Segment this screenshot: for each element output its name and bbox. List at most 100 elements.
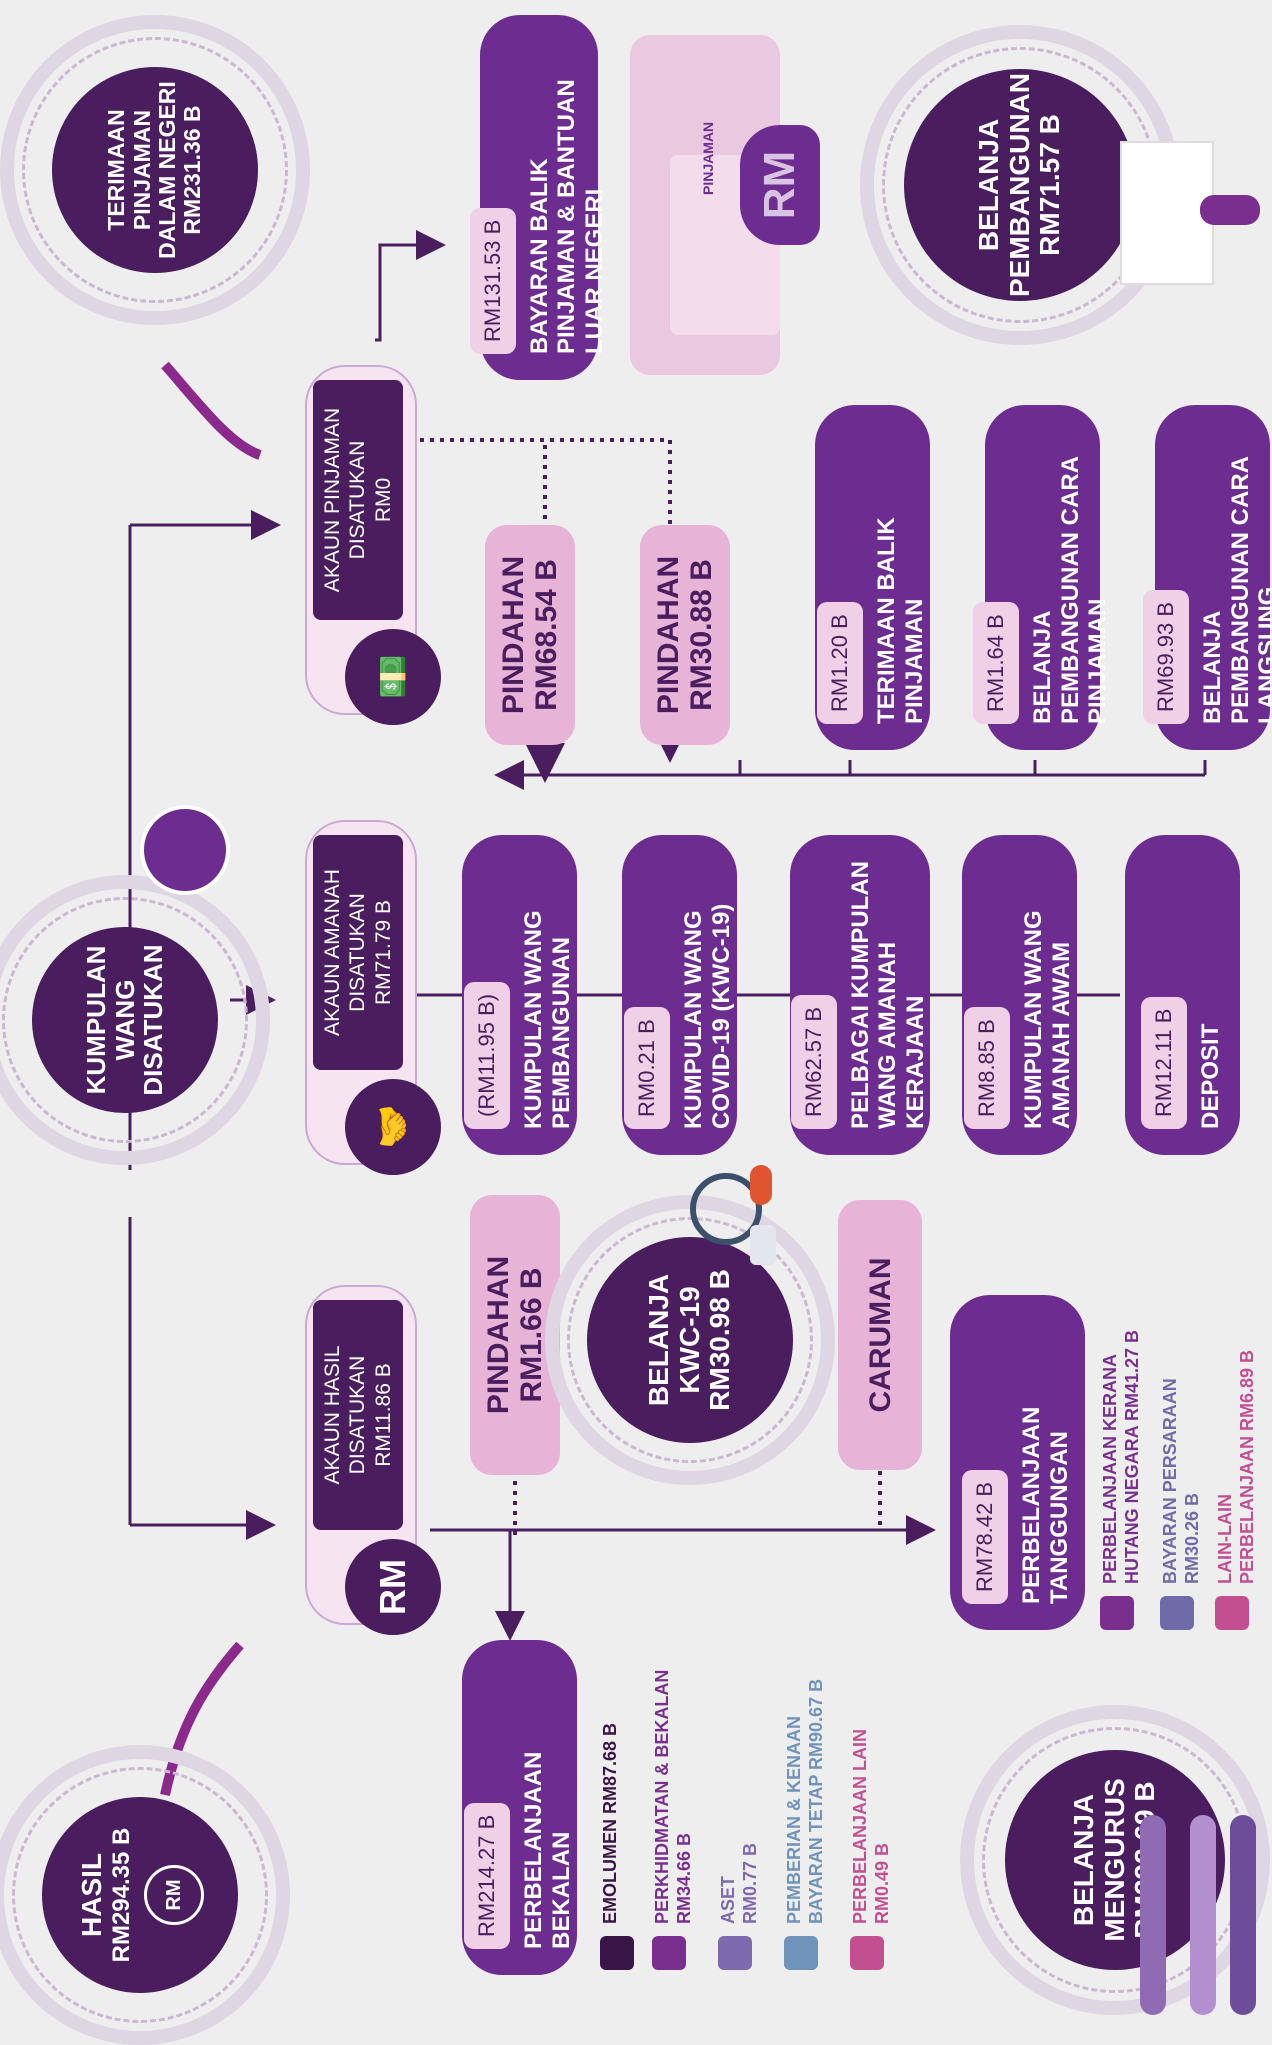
legend-text: PERKHIDMATAN & BEKALAN bbox=[652, 1669, 672, 1924]
akaun-amanah-line-3: RM71.79 B bbox=[371, 899, 395, 1006]
fund-label: KUMPULAN WANG PEMBANGUNAN bbox=[519, 910, 575, 1129]
akaun-pinjaman-line-3: RM0 bbox=[371, 477, 395, 523]
caruman: CARUMAN bbox=[838, 1200, 922, 1470]
akaun-pinjaman-line-2: DISATUKAN bbox=[346, 440, 370, 560]
curved-arrow-hasil bbox=[160, 1641, 244, 1797]
pindahan-68: PINDAHAN RM68.54 B bbox=[485, 525, 575, 745]
legend-text: RM30.26 B bbox=[1181, 1492, 1202, 1584]
legend-text: PERBELANJAAN RM6.89 B bbox=[1236, 1349, 1257, 1584]
legend-text: EMOLUMEN RM87.68 B bbox=[600, 1722, 620, 1924]
pinjaman-document-label: PINJAMAN bbox=[700, 121, 716, 195]
pindahan-label: PINDAHAN bbox=[482, 1255, 515, 1415]
belanja-kwc-line-2: KWC-19 bbox=[673, 1286, 705, 1394]
rm-bag-icon: RM bbox=[740, 125, 820, 245]
belanja-pembangunan-amount: RM71.57 B bbox=[1034, 114, 1066, 256]
akaun-hasil-line-2: DISATUKAN bbox=[346, 1355, 370, 1475]
perbelanjaan-tanggungan: RM78.42 B PERBELANJAAN TANGGUNGAN bbox=[950, 1295, 1085, 1630]
legend-swatch bbox=[1100, 1596, 1134, 1630]
akaun-pinjaman-line-1: AKAUN PINJAMAN bbox=[321, 407, 345, 593]
fund-label: PELBAGAI KUMPULAN WANG AMANAH KERAJAAN bbox=[846, 861, 929, 1129]
hasil-circle: HASIL RM294.35 B RM bbox=[0, 1745, 290, 2045]
legend-text: PERBELANJAAN KERANA bbox=[1100, 1353, 1120, 1584]
pindahan-amount: RM1.66 B bbox=[515, 1267, 548, 1403]
coins-hand-icon bbox=[140, 805, 230, 895]
terimaan-pinjaman-circle: TERIMAAN PINJAMAN DALAM NEGERI RM231.36 … bbox=[0, 15, 310, 325]
loan-illustration: PINJAMAN RM bbox=[620, 0, 820, 395]
bayaran-label: BAYARAN BALIK PINJAMAN & BANTUAN LUAR NE… bbox=[525, 79, 608, 354]
terimaan-amount: RM231.36 B bbox=[179, 105, 206, 235]
stethoscope-icon bbox=[680, 1155, 780, 1265]
legend-text: PEMBERIAN & KENAAN bbox=[784, 1715, 804, 1924]
item-label: BELANJA PEMBANGUNAN CARA PINJAMAN bbox=[1029, 456, 1112, 724]
item-amount: RM1.20 B bbox=[816, 602, 863, 724]
fund-deposit: RM12.11 B DEPOSIT bbox=[1125, 835, 1240, 1155]
legend-text: LAIN-LAIN bbox=[1215, 1494, 1235, 1584]
bekalan-amount: RM214.27 B bbox=[463, 1802, 510, 1949]
legend-swatch bbox=[1160, 1596, 1194, 1630]
money-hand-icon: RM bbox=[144, 1865, 204, 1925]
legend-text: HUTANG NEGARA RM41.27 B bbox=[1121, 1329, 1142, 1584]
belanja-pembangunan-cara-pinjaman: RM1.64 B BELANJA PEMBANGUNAN CARA PINJAM… bbox=[973, 405, 1111, 750]
money-stack-icon: 💵 bbox=[345, 629, 441, 725]
office-workers-illustration bbox=[1090, 45, 1270, 345]
bayaran-balik-pinjaman: RM131.53 B BAYARAN BALIK PINJAMAN & BANT… bbox=[469, 15, 608, 380]
pindahan-label: PINDAHAN bbox=[497, 555, 530, 715]
akaun-amanah-line-1: AKAUN AMANAH bbox=[321, 869, 345, 1036]
terimaan-line-3: DALAM NEGERI bbox=[154, 81, 180, 259]
belanja-pembangunan-line-2: PEMBANGUNAN bbox=[1003, 73, 1035, 297]
legend-text: RM34.66 B bbox=[673, 1832, 694, 1924]
item-label: TERIMAAN BALIK PINJAMAN bbox=[872, 517, 928, 724]
item-amount: RM69.93 B bbox=[1143, 589, 1190, 724]
item-label: BELANJA PEMBANGUNAN CARA LANGSUNG bbox=[1199, 456, 1272, 724]
handshake-icon: 🤝 bbox=[345, 1079, 441, 1175]
terimaan-line-2: PINJAMAN bbox=[128, 109, 155, 231]
pindahan-label: PINDAHAN bbox=[652, 555, 685, 715]
belanja-pembangunan-line-1: BELANJA bbox=[972, 118, 1004, 252]
belanja-kwc-amount: RM30.98 B bbox=[704, 1269, 736, 1411]
fund-amount: RM62.57 B bbox=[790, 994, 837, 1129]
legend-swatch bbox=[850, 1936, 884, 1970]
akaun-amanah-line-2: DISATUKAN bbox=[346, 893, 370, 1012]
hasil-amount: RM294.35 B bbox=[108, 1827, 135, 1963]
legend-swatch bbox=[784, 1936, 818, 1970]
kumpulan-wang-line-3: DISATUKAN bbox=[138, 944, 169, 1096]
fund-kumpulan-wang-pembangunan: (RM11.95 B) KUMPULAN WANG PEMBANGUNAN bbox=[462, 835, 577, 1155]
akaun-hasil-line-3: RM11.86 B bbox=[371, 1363, 395, 1467]
fund-amount: RM12.11 B bbox=[1140, 996, 1187, 1129]
legend-text: BAYARAN PERSARAAN bbox=[1160, 1378, 1180, 1584]
hasil-label: HASIL bbox=[76, 1853, 107, 1937]
legend-text: BAYARAN TETAP RM90.67 B bbox=[805, 1678, 826, 1924]
bekalan-label: PERBELANJAAN BEKALAN bbox=[519, 1751, 575, 1949]
akaun-pinjaman: AKAUN PINJAMAN DISATUKAN RM0 💵 bbox=[305, 365, 441, 725]
legend-text: PERBELANJAAN LAIN bbox=[850, 1728, 870, 1924]
item-amount: RM1.64 B bbox=[973, 602, 1020, 724]
caruman-label: CARUMAN bbox=[863, 1257, 897, 1413]
money-bag-icon: RM bbox=[345, 1539, 441, 1635]
bayaran-amount: RM131.53 B bbox=[469, 207, 516, 354]
legend-swatch bbox=[718, 1936, 752, 1970]
fund-pelbagai-kumpulan-wang: RM62.57 B PELBAGAI KUMPULAN WANG AMANAH … bbox=[790, 835, 930, 1155]
tanggungan-label: PERBELANJAAN TANGGUNGAN bbox=[1017, 1406, 1073, 1604]
fund-amanah-awam: RM8.85 B KUMPULAN WANG AMANAH AWAM bbox=[962, 835, 1077, 1155]
pindahan-amount: RM30.88 B bbox=[685, 559, 718, 711]
akaun-hasil: AKAUN HASIL DISATUKAN RM11.86 B RM bbox=[305, 1285, 441, 1635]
legend-swatch bbox=[652, 1936, 686, 1970]
pindahan-amount: RM68.54 B bbox=[530, 559, 563, 711]
belanja-pembangunan-cara-langsung: RM69.93 B BELANJA PEMBANGUNAN CARA LANGS… bbox=[1143, 405, 1272, 750]
legend-text: RM0.49 B bbox=[871, 1842, 892, 1924]
workers-group-illustration bbox=[1080, 1785, 1270, 2035]
fund-amount: RM0.21 B bbox=[623, 1007, 670, 1129]
akaun-hasil-line-1: AKAUN HASIL bbox=[321, 1345, 345, 1485]
perbelanjaan-bekalan: RM214.27 B PERBELANJAAN BEKALAN bbox=[462, 1640, 577, 1975]
akaun-amanah: AKAUN AMANAH DISATUKAN RM71.79 B 🤝 bbox=[305, 820, 441, 1175]
fund-label: KUMPULAN WANG AMANAH AWAM bbox=[1019, 910, 1075, 1129]
